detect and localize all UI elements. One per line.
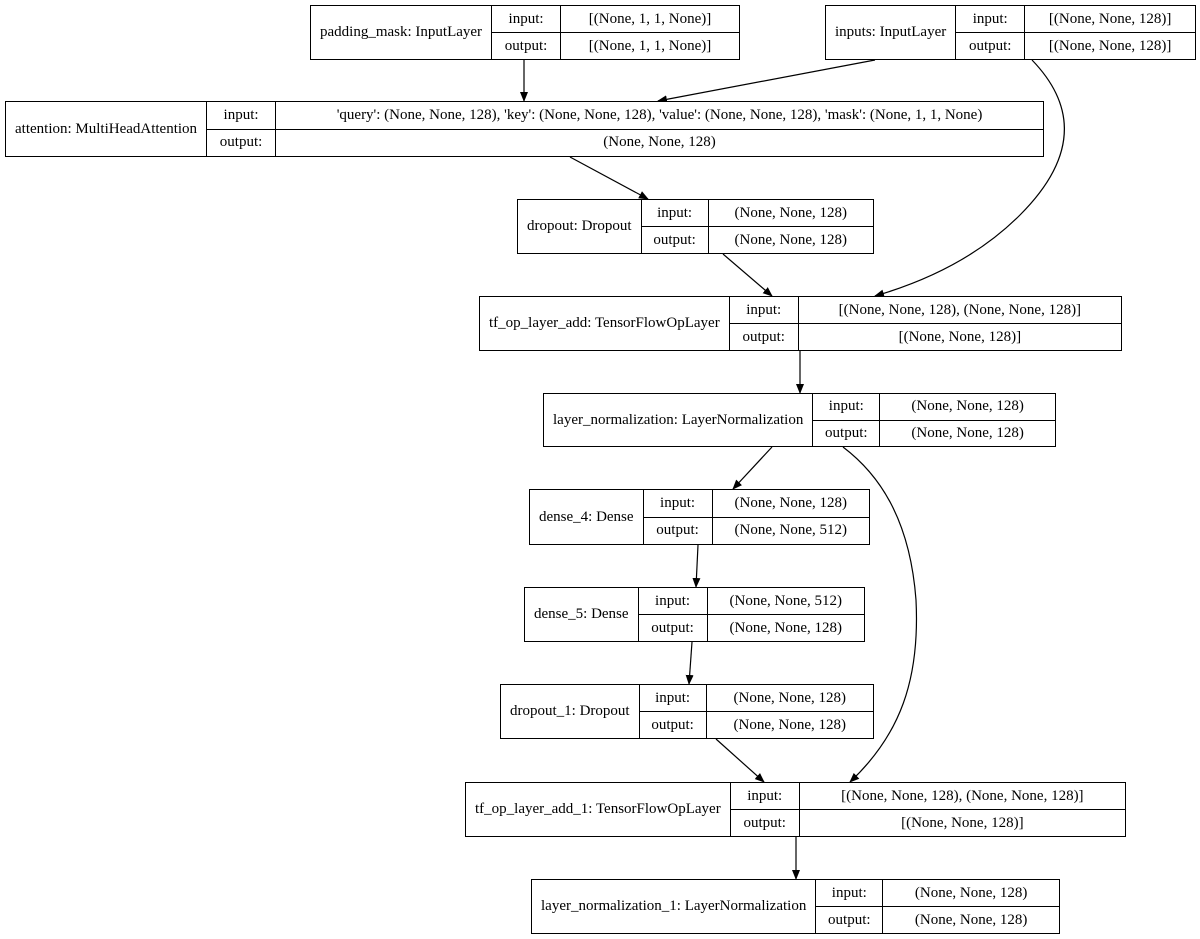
node-padding-mask: padding_mask: InputLayer input: output: … — [310, 5, 740, 60]
output-shape: [(None, None, 128)] — [1025, 32, 1195, 59]
edge-layer-norm-to-add-1 — [842, 446, 918, 783]
output-label: output: — [730, 809, 799, 836]
node-dense-4: dense_4: Dense input: output: (None, Non… — [529, 489, 870, 545]
output-shape: (None, None, 512) — [712, 516, 869, 545]
edge-attention-to-dropout — [569, 156, 649, 200]
input-label: input: — [508, 10, 544, 27]
node-dropout: dropout: Dropout input: output: (None, N… — [517, 199, 874, 254]
input-shape: (None, None, 128) — [734, 204, 848, 221]
output-label: output: — [956, 32, 1025, 59]
edge-dense-5-to-dropout-1 — [685, 641, 694, 685]
edge-inputs-to-add — [874, 59, 1065, 298]
input-shape: (None, None, 128) — [734, 494, 848, 511]
output-shape: (None, None, 128) — [706, 711, 873, 738]
input-label: input: — [828, 398, 864, 415]
output-label: output: — [639, 711, 706, 738]
node-name: dropout: Dropout — [527, 218, 632, 234]
input-shape: [(None, None, 128), (None, None, 128)] — [841, 787, 1084, 804]
node-add: tf_op_layer_add: TensorFlowOpLayer input… — [479, 296, 1122, 351]
node-inputs: inputs: InputLayer input: output: [(None… — [825, 5, 1196, 60]
input-shape: [(None, 1, 1, None)] — [588, 10, 712, 27]
output-shape: (None, None, 128) — [880, 419, 1055, 447]
input-shape: (None, None, 128) — [733, 689, 847, 706]
node-layer-norm-1: layer_normalization_1: LayerNormalizatio… — [531, 879, 1060, 934]
node-name: dense_4: Dense — [539, 508, 634, 525]
node-dense-5: dense_5: Dense input: output: (None, Non… — [524, 587, 865, 642]
node-name: dense_5: Dense — [534, 606, 629, 622]
input-label: input: — [972, 10, 1008, 27]
input-shape: 'query': (None, None, 128), 'key': (None… — [336, 106, 983, 123]
node-add-1: tf_op_layer_add_1: TensorFlowOpLayer inp… — [465, 782, 1126, 837]
node-name: tf_op_layer_add: TensorFlowOpLayer — [489, 315, 720, 331]
output-label: output: — [638, 614, 707, 641]
edge-inputs-to-attention — [657, 59, 876, 104]
edge-dropout-to-add — [722, 253, 773, 297]
input-label: input: — [660, 494, 696, 511]
input-shape: [(None, None, 128), (None, None, 128)] — [838, 301, 1082, 318]
node-attention: attention: MultiHeadAttention input: out… — [5, 101, 1044, 157]
input-label: input: — [746, 301, 782, 318]
input-shape: (None, None, 128) — [914, 884, 1028, 901]
output-label: output: — [207, 128, 276, 157]
node-name: dropout_1: Dropout — [510, 703, 630, 719]
node-name: layer_normalization_1: LayerNormalizatio… — [541, 898, 807, 914]
output-shape: (None, None, 128) — [276, 128, 1043, 157]
input-label: input: — [831, 884, 867, 901]
input-label: input: — [655, 689, 691, 706]
node-name: attention: MultiHeadAttention — [15, 120, 198, 137]
edge-layer-norm-to-dense-4 — [732, 446, 773, 490]
output-shape: (None, None, 128) — [707, 614, 864, 641]
node-name: inputs: InputLayer — [835, 24, 947, 40]
output-label: output: — [492, 32, 561, 59]
output-shape: (None, None, 128) — [708, 226, 873, 253]
input-label: input: — [655, 592, 691, 609]
input-label: input: — [747, 787, 783, 804]
output-label: output: — [816, 906, 883, 933]
input-shape: (None, None, 128) — [911, 398, 1024, 415]
edge-dense-4-to-dense-5 — [692, 544, 701, 588]
output-label: output: — [643, 516, 712, 545]
output-label: output: — [729, 323, 798, 350]
output-shape: [(None, None, 128)] — [799, 809, 1125, 836]
output-label: output: — [813, 419, 880, 447]
output-shape: [(None, None, 128)] — [798, 323, 1121, 350]
output-shape: (None, None, 128) — [883, 906, 1059, 933]
node-layer-norm: layer_normalization: LayerNormalization … — [543, 393, 1056, 447]
output-shape: [(None, 1, 1, None)] — [561, 32, 739, 59]
input-shape: (None, None, 512) — [729, 592, 843, 609]
edge-dropout-1-to-add-1 — [715, 738, 765, 783]
node-name: layer_normalization: LayerNormalization — [553, 411, 804, 428]
output-label: output: — [641, 226, 708, 253]
node-name: tf_op_layer_add_1: TensorFlowOpLayer — [475, 801, 721, 817]
input-label: input: — [223, 106, 259, 123]
node-dropout-1: dropout_1: Dropout input: output: (None,… — [500, 684, 874, 739]
node-name: padding_mask: InputLayer — [320, 24, 483, 40]
input-label: input: — [657, 204, 693, 221]
input-shape: [(None, None, 128)] — [1048, 10, 1172, 27]
